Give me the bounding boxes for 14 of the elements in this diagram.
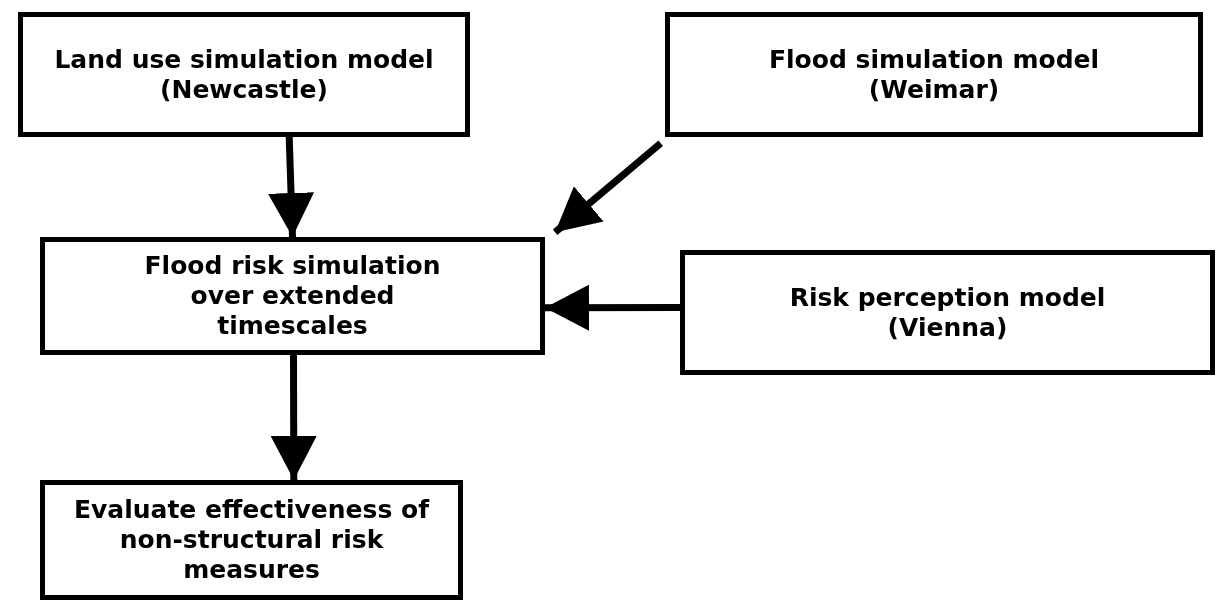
box-label: Land use simulation model (Newcastle) xyxy=(53,44,435,105)
arrow xyxy=(268,136,315,238)
process-box xyxy=(680,250,1215,375)
process-box xyxy=(40,480,463,600)
process-box xyxy=(40,237,545,355)
box-label: Evaluate effectiveness of non-structural risk measures xyxy=(72,495,431,585)
process-box xyxy=(18,12,470,137)
box-label: Risk perception model (Vienna) xyxy=(788,282,1107,343)
arrow xyxy=(545,284,680,331)
process-box xyxy=(665,12,1203,137)
box-label: Flood risk simulation over extended timescales xyxy=(143,251,442,341)
arrow xyxy=(270,355,317,480)
box-label: Flood simulation model (Weimar) xyxy=(767,44,1101,105)
arrow xyxy=(552,140,663,235)
